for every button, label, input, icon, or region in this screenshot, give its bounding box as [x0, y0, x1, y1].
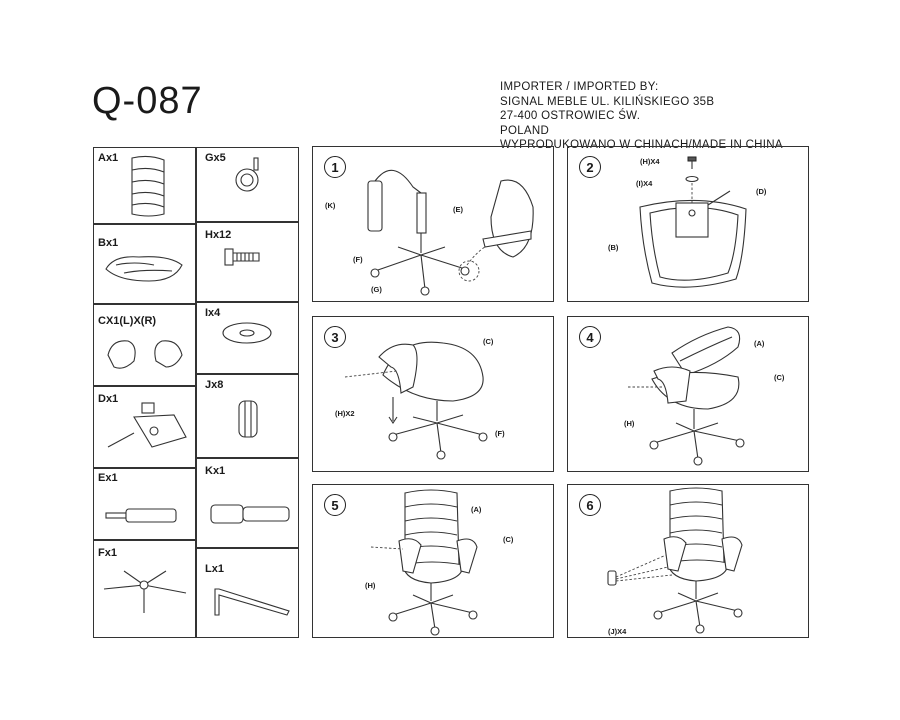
step-4-panel: 4 (A) (C) (H) — [567, 316, 809, 472]
callout-c: (C) — [483, 337, 494, 346]
step-5-illustration — [370, 489, 478, 636]
callout-h: (H) — [624, 419, 635, 428]
part-label-b: Bx1 — [98, 237, 119, 249]
importer-line: POLAND — [500, 124, 550, 137]
step-number: 2 — [579, 156, 601, 178]
callout-i: (I)X4 — [636, 179, 653, 188]
part-box-i: Ix4 — [196, 302, 299, 374]
part-label-k: Kx1 — [205, 465, 226, 477]
step-5-panel: 5 (A) (C) (H) — [312, 484, 554, 638]
step-number: 5 — [324, 494, 346, 516]
step-2-panel: 2 (H)X4 (I)X4 (D) (B) — [567, 146, 809, 302]
part-label-i: Ix4 — [205, 307, 221, 319]
armrest-icon — [107, 340, 183, 369]
callout-h: (H)X2 — [335, 409, 355, 418]
callout-d: (D) — [756, 187, 767, 196]
step-3-illustration — [344, 341, 488, 460]
part-label-c: CX1(L)X(R) — [98, 315, 157, 327]
backrest-icon — [131, 155, 165, 217]
part-box-j: Jx8 — [196, 374, 299, 458]
step-number: 6 — [579, 494, 601, 516]
step-1-panel: 1 (K) (E) (F) (G) — [312, 146, 554, 302]
callout-a: (A) — [471, 505, 482, 514]
part-box-d: Dx1 — [93, 386, 196, 468]
importer-line: 27-400 OSTROWIEC ŚW. — [500, 110, 641, 122]
gas-lift-icon — [105, 508, 177, 523]
bolt-icon — [224, 248, 260, 266]
callout-g: (G) — [371, 285, 382, 294]
part-label-d: Dx1 — [98, 393, 119, 405]
part-box-k: Kx1 — [196, 458, 299, 548]
part-box-a: Ax1 — [93, 147, 196, 224]
importer-line: SIGNAL MEBLE UL. KILIŃSKIEGO 35B — [500, 95, 715, 108]
step-6-illustration — [607, 487, 743, 634]
part-label-f: Fx1 — [98, 547, 117, 559]
callout-h: (H) — [365, 581, 376, 590]
part-box-c: CX1(L)X(R) — [93, 304, 196, 386]
step-3-panel: 3 (C) (H)X2 (F) — [312, 316, 554, 472]
step-2-illustration — [639, 156, 747, 288]
base-icon — [103, 570, 187, 613]
part-label-e: Ex1 — [98, 472, 118, 484]
callout-a: (A) — [754, 339, 765, 348]
importer-line: WYPRODUKOWANO W CHINACH/MADE IN CHINA — [500, 139, 783, 151]
caster-icon — [235, 157, 259, 192]
step-number: 3 — [324, 326, 346, 348]
part-box-h: Hx12 — [196, 222, 299, 302]
part-label-l: Lx1 — [205, 563, 224, 575]
part-box-e: Ex1 — [93, 468, 196, 540]
mechanism-icon — [107, 402, 187, 448]
step-1-illustration — [367, 169, 534, 296]
part-box-l: Lx1 — [196, 548, 299, 638]
callout-k: (K) — [325, 201, 336, 210]
part-box-f: Fx1 — [93, 540, 196, 638]
part-label-j: Jx8 — [205, 379, 224, 391]
cap-icon — [238, 400, 258, 438]
callout-c: (C) — [503, 535, 514, 544]
importer-line: IMPORTER / IMPORTED BY: — [500, 81, 659, 93]
callout-j: (J)X4 — [608, 627, 627, 636]
callout-f: (F) — [495, 429, 505, 438]
part-label-g: Gx5 — [205, 152, 226, 164]
part-box-b: Bx1 — [93, 224, 196, 304]
washer-icon — [222, 322, 272, 344]
gas-cover-icon — [210, 504, 290, 524]
step-number: 1 — [324, 156, 346, 178]
allen-key-icon — [214, 588, 290, 616]
step-6-panel: 6 (J)X4 — [567, 484, 809, 638]
part-label-h: Hx12 — [205, 229, 232, 241]
callout-f: (F) — [353, 255, 363, 264]
callout-h: (H)X4 — [640, 157, 660, 166]
step-4-illustration — [628, 326, 745, 466]
callout-c: (C) — [774, 373, 785, 382]
page-title: Q-087 — [92, 80, 203, 122]
step-number: 4 — [579, 326, 601, 348]
seat-icon — [105, 256, 183, 282]
importer-info: IMPORTER / IMPORTED BY: SIGNAL MEBLE UL.… — [500, 80, 783, 153]
part-label-a: Ax1 — [98, 152, 119, 164]
part-box-g: Gx5 — [196, 147, 299, 222]
callout-e: (E) — [453, 205, 463, 214]
callout-b: (B) — [608, 243, 619, 252]
